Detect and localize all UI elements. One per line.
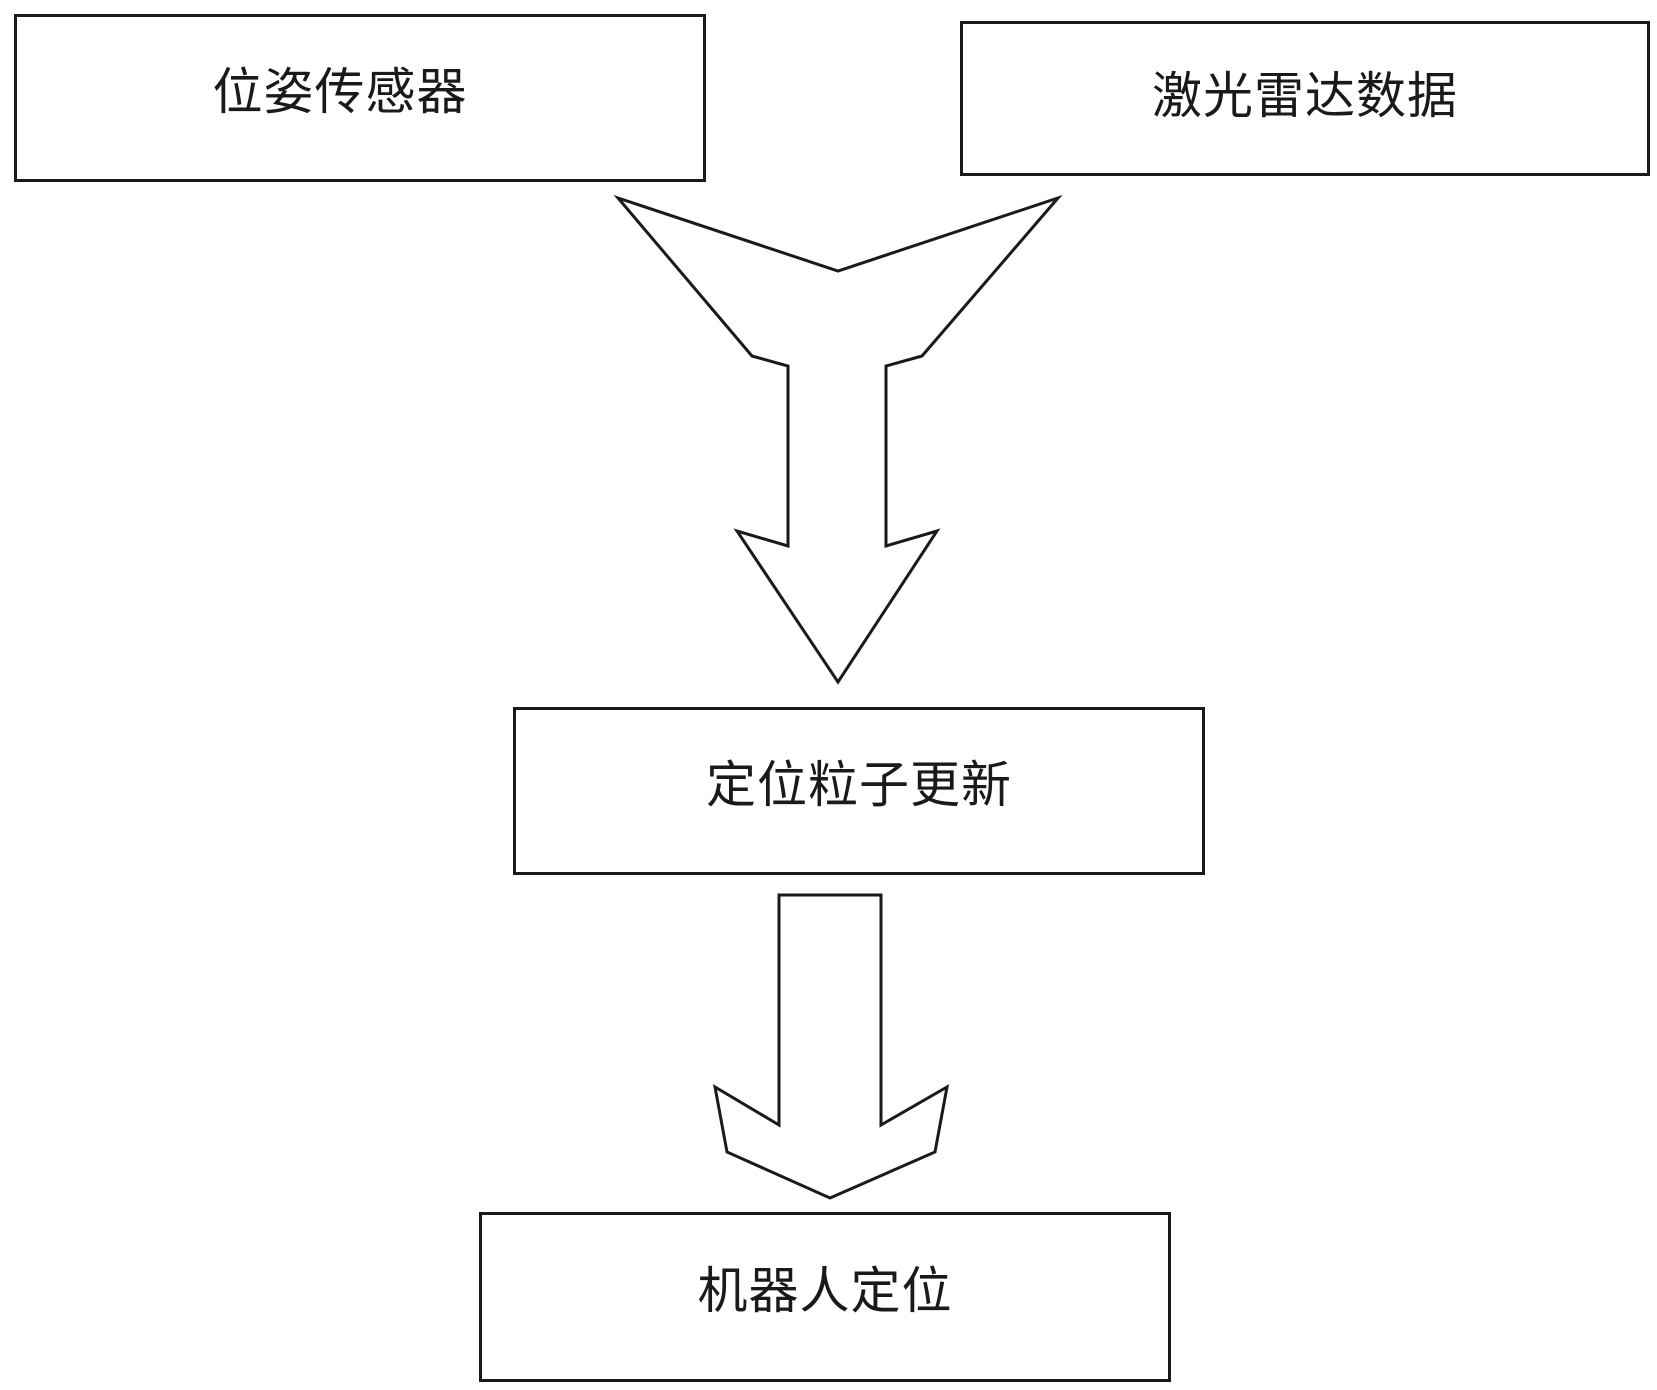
- down-arrow: [712, 893, 950, 1200]
- node-robot-localization: 机器人定位: [479, 1212, 1171, 1382]
- node-pose-sensor-label: 位姿传感器: [212, 63, 468, 121]
- node-robot-localization-label: 机器人定位: [697, 1262, 953, 1320]
- node-particle-update: 定位粒子更新: [513, 707, 1205, 875]
- node-particle-update-label: 定位粒子更新: [706, 756, 1012, 814]
- node-pose-sensor: 位姿传感器: [14, 14, 706, 182]
- merge-arrow: [613, 194, 1063, 685]
- node-lidar-data: 激光雷达数据: [960, 21, 1650, 176]
- node-lidar-data-label: 激光雷达数据: [1152, 66, 1458, 125]
